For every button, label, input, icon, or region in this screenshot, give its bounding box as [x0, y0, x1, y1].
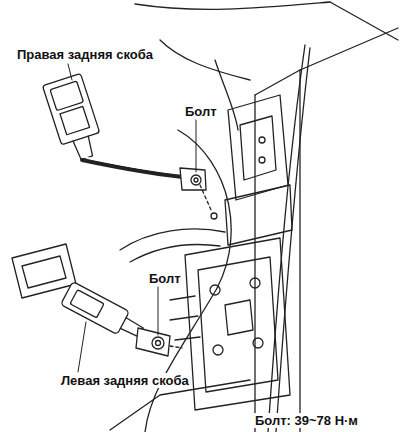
part-label: Левая задняя скоба: [60, 373, 190, 388]
left-rear-bracket: [12, 244, 182, 356]
torque-note: Болт: 39~78 Н·м: [254, 413, 359, 428]
right-rear-bracket: [42, 73, 217, 219]
bolt-label: Болт: [184, 104, 218, 119]
part-label: Правая задняя скоба: [16, 47, 154, 62]
bolt-label: Болт: [148, 271, 182, 286]
body-panels: [110, 2, 398, 432]
leader-lines: [68, 64, 196, 372]
